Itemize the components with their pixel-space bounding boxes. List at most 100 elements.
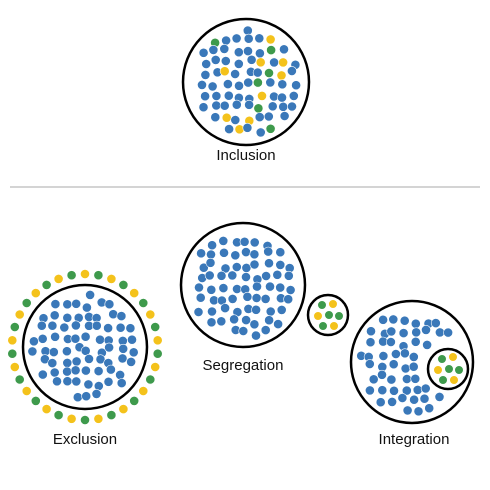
- dot: [30, 288, 41, 298]
- dot: [41, 279, 52, 290]
- dot: [194, 282, 204, 293]
- dot: [275, 259, 286, 270]
- dot: [118, 279, 129, 290]
- dot: [210, 112, 221, 123]
- dot: [49, 310, 60, 321]
- dot: [91, 320, 102, 331]
- dot: [84, 353, 94, 364]
- dot: [324, 310, 334, 320]
- dot: [9, 322, 20, 332]
- dot: [230, 115, 241, 125]
- dot: [433, 365, 443, 375]
- dot: [108, 309, 119, 320]
- dot: [420, 383, 431, 394]
- dot: [66, 413, 77, 424]
- dot: [408, 351, 419, 362]
- dot: [254, 112, 265, 122]
- dot: [233, 59, 244, 69]
- dot: [398, 328, 409, 338]
- dot: [242, 122, 253, 133]
- dot: [254, 48, 265, 59]
- dot: [263, 111, 274, 122]
- dot: [47, 320, 58, 331]
- dot: [116, 311, 127, 321]
- dot: [210, 55, 221, 65]
- dot: [29, 336, 39, 347]
- dot: [291, 80, 301, 91]
- dot: [273, 319, 283, 329]
- dot: [41, 404, 52, 414]
- dot: [200, 91, 210, 102]
- dot: [278, 101, 289, 112]
- dot: [269, 57, 279, 68]
- dot: [116, 378, 127, 388]
- dot: [411, 327, 422, 338]
- dot: [231, 33, 242, 44]
- dot: [249, 249, 260, 260]
- dot: [434, 391, 445, 402]
- dot: [402, 405, 413, 416]
- dot: [388, 314, 399, 325]
- dot: [115, 322, 126, 333]
- dot: [218, 235, 229, 246]
- dot: [251, 330, 261, 341]
- dot: [85, 289, 95, 300]
- dot: [275, 282, 286, 293]
- dot: [104, 342, 114, 353]
- dot: [227, 293, 238, 304]
- dot: [36, 320, 47, 331]
- dot: [118, 343, 129, 354]
- dot: [390, 349, 401, 359]
- dot: [223, 90, 234, 101]
- dot: [103, 323, 113, 333]
- dot: [275, 247, 286, 258]
- dot: [399, 315, 410, 326]
- dot: [222, 79, 233, 89]
- dot: [252, 281, 262, 292]
- dot: [231, 262, 242, 272]
- dot: [249, 319, 260, 330]
- dot: [242, 25, 253, 36]
- dot: [196, 248, 206, 259]
- dot: [241, 315, 251, 325]
- dot: [283, 270, 294, 281]
- dot: [230, 250, 241, 261]
- dot: [287, 101, 297, 112]
- dot: [313, 311, 323, 321]
- dot: [266, 45, 276, 55]
- dot: [437, 354, 447, 364]
- dot: [21, 298, 32, 308]
- dot: [106, 273, 117, 284]
- dot: [198, 102, 209, 113]
- dot: [145, 374, 156, 385]
- dot: [70, 333, 81, 344]
- dot: [30, 395, 41, 406]
- dot: [279, 111, 290, 121]
- dot: [37, 369, 48, 380]
- dot: [263, 246, 274, 257]
- inclusion-label: Inclusion: [216, 147, 275, 164]
- dot: [208, 45, 219, 55]
- dot: [91, 388, 102, 399]
- dot: [106, 410, 117, 420]
- inclusion-dots: [197, 25, 301, 138]
- dot: [83, 379, 94, 390]
- dot: [52, 376, 62, 387]
- dot: [334, 311, 344, 321]
- dot: [254, 33, 265, 44]
- dot: [206, 284, 217, 295]
- dot: [378, 314, 388, 325]
- dot: [220, 56, 231, 66]
- dot: [82, 302, 92, 313]
- segregation-label: Segregation: [203, 357, 284, 374]
- dot: [197, 80, 207, 90]
- dot: [62, 376, 73, 387]
- dot: [233, 47, 244, 58]
- dot: [66, 270, 77, 281]
- dot: [378, 351, 389, 361]
- dot: [70, 365, 81, 376]
- integration-dots: [356, 314, 464, 417]
- dot: [434, 327, 445, 338]
- dot: [277, 92, 287, 103]
